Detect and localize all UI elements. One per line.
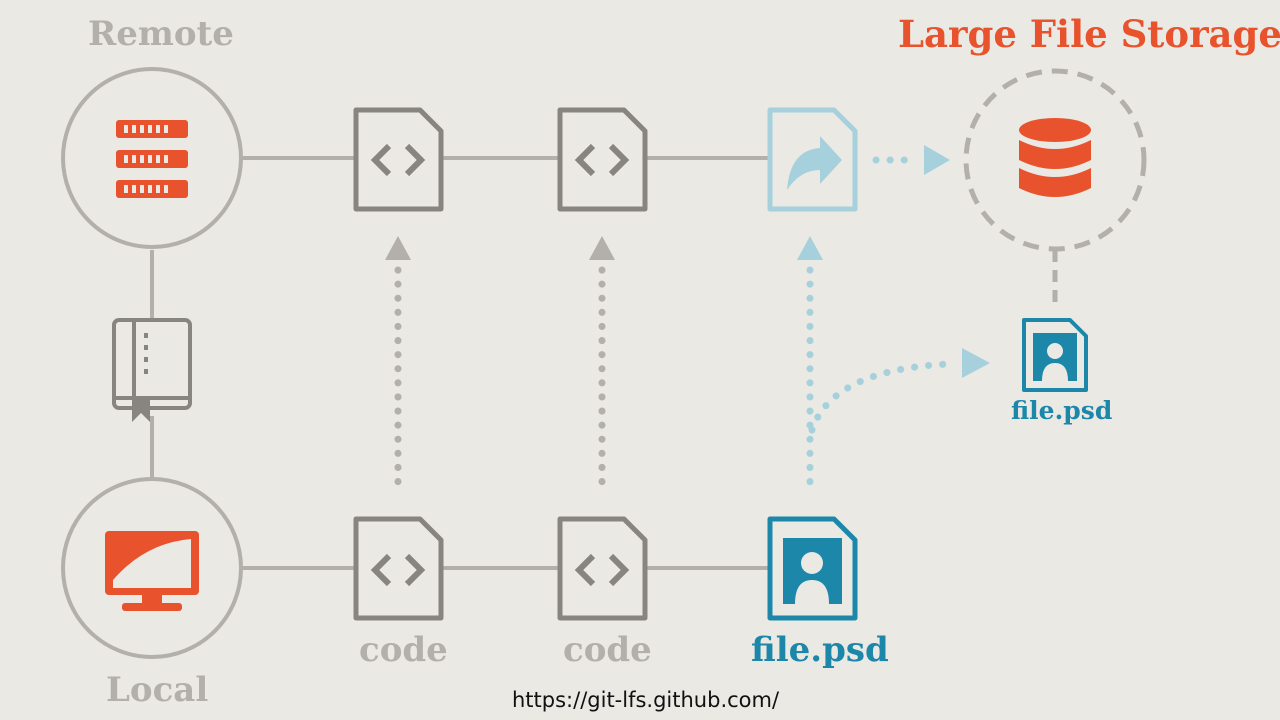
image-file-icon <box>767 516 858 621</box>
source-url: https://git-lfs.github.com/ <box>512 688 780 712</box>
remote-label: Remote <box>88 14 234 54</box>
code-file-icon <box>353 107 444 212</box>
local-node <box>61 477 243 659</box>
code-file-icon <box>557 516 648 621</box>
remote-node <box>61 67 243 249</box>
database-icon <box>1019 118 1091 197</box>
lfs-label: Large File Storage <box>898 12 1280 56</box>
file-label: file.psd <box>751 630 889 670</box>
connector-lines <box>150 156 770 570</box>
image-file-icon <box>1022 318 1088 392</box>
code-file-icon <box>557 107 648 212</box>
lfs-arrows <box>797 145 990 494</box>
monitor-icon <box>105 531 199 611</box>
file-label: file.psd <box>1011 396 1113 425</box>
code-label: code <box>563 630 652 670</box>
local-label: Local <box>106 670 209 710</box>
lfs-node <box>963 68 1147 308</box>
code-label: code <box>359 630 448 670</box>
push-arrows <box>385 236 615 494</box>
code-file-icon <box>353 516 444 621</box>
book-icon <box>112 318 192 422</box>
pointer-file-icon <box>767 107 858 212</box>
server-icon <box>116 120 188 198</box>
